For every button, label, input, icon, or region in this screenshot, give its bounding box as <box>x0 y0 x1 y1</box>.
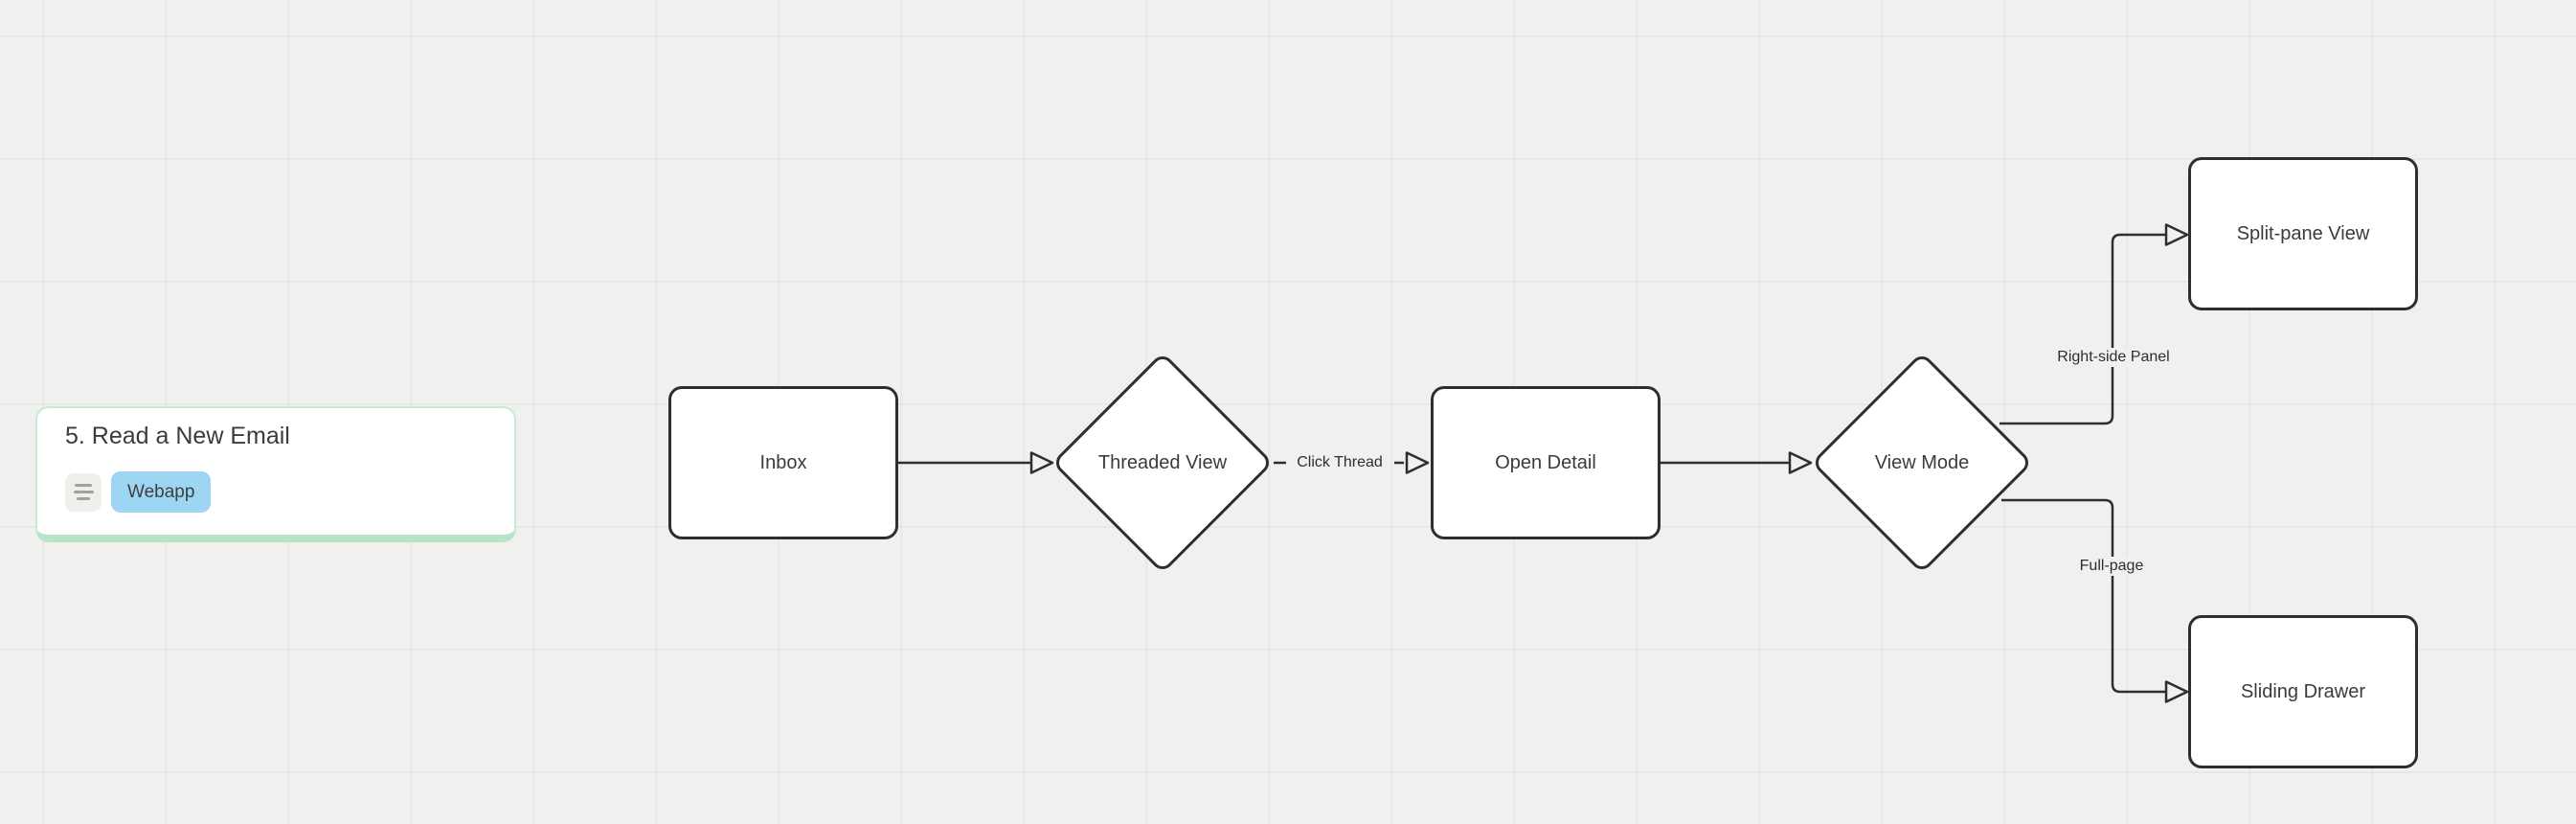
edge-label-click-thread[interactable]: Click Thread <box>1292 453 1388 472</box>
edge-viewmode-slidingdrawer[interactable] <box>2001 498 2165 694</box>
task-card-meta: Webapp <box>65 471 212 513</box>
flow-node-open-detail[interactable]: Open Detail <box>1431 386 1661 539</box>
arrowhead-icon <box>1405 451 1430 474</box>
arrowhead-icon <box>1029 451 1054 474</box>
arrowhead-icon <box>2164 223 2189 246</box>
edge-viewmode-splitpane[interactable] <box>2000 233 2165 425</box>
flow-node-split-pane-view[interactable]: Split-pane View <box>2188 157 2418 310</box>
task-card-title: 5. Read a New Email <box>65 423 290 449</box>
edge-label-full-page[interactable]: Full-page <box>2074 557 2149 576</box>
edge-label-right-side-panel[interactable]: Right-side Panel <box>2052 348 2175 367</box>
arrowhead-icon <box>2164 680 2189 703</box>
task-card[interactable]: 5. Read a New Email Webapp <box>35 406 516 542</box>
flow-node-inbox[interactable]: Inbox <box>668 386 898 539</box>
webapp-badge[interactable]: Webapp <box>111 471 212 513</box>
arrowhead-icon <box>1788 451 1813 474</box>
flow-node-sliding-drawer[interactable]: Sliding Drawer <box>2188 615 2418 768</box>
notes-icon[interactable] <box>65 472 102 512</box>
